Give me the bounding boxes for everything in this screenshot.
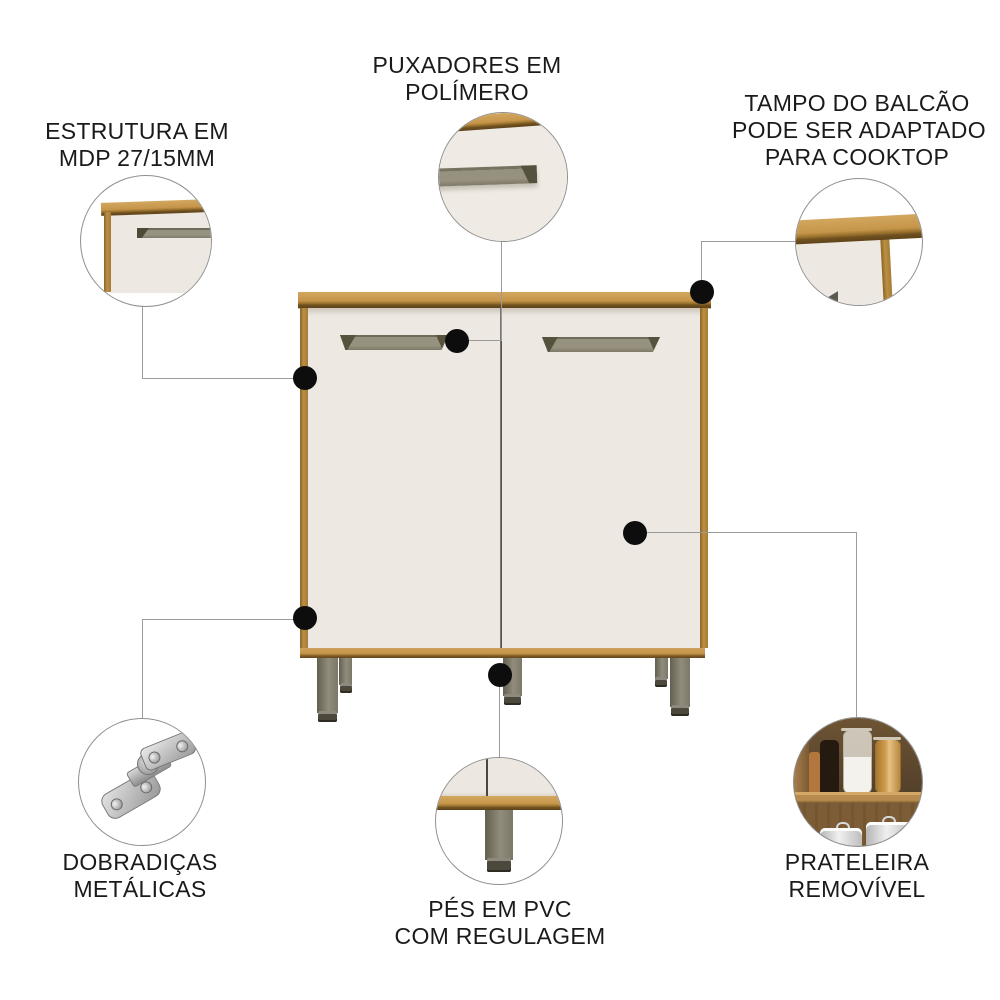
dark-bottle: [820, 740, 839, 792]
label-prateleira-line1: PRATELEIRA: [784, 849, 930, 875]
amber-jar: [875, 739, 901, 794]
label-dobradicas-line2: METÁLICAS: [73, 876, 207, 902]
pot: [820, 828, 862, 846]
connector-tampo-v: [701, 241, 702, 286]
label-estrutura-line2: MDP 27/15MM: [58, 145, 216, 171]
estrutura-detail-circle: [80, 175, 212, 307]
cabinet-left-edge: [300, 308, 308, 648]
cabinet-right-edge: [700, 308, 708, 648]
cabinet-top-panel: [298, 292, 711, 308]
jar-lid: [873, 737, 901, 740]
label-puxadores-line1: PUXADORES EM: [372, 52, 562, 78]
connector-prateleira-v: [856, 532, 857, 717]
connector-puxadores-v: [501, 239, 502, 341]
marker-dot-estrutura: [293, 366, 317, 390]
cabinet-foot: [655, 677, 667, 687]
cabinet-leg: [317, 658, 338, 713]
marker-dot-pes: [488, 663, 512, 687]
cabinet-foot: [671, 705, 689, 716]
label-tampo-line1: TAMPO DO BALCÃO: [744, 90, 970, 116]
label-puxadores: PUXADORES EM POLÍMERO: [347, 52, 587, 106]
cabinet-leg: [655, 658, 668, 679]
label-pes-line1: PÉS EM PVC: [428, 896, 572, 922]
detail-handle: [439, 165, 538, 187]
cabinet-foot: [340, 683, 352, 693]
pes-detail-scene: [436, 758, 562, 884]
label-pes-line2: COM REGULAGEM: [394, 923, 606, 949]
pes-detail-circle: [435, 757, 563, 885]
label-dobradicas: DOBRADIÇAS METÁLICAS: [20, 849, 260, 903]
label-pes: PÉS EM PVC COM REGULAGEM: [380, 896, 620, 950]
prateleira-detail-scene: [794, 718, 922, 846]
cabinet-leg: [339, 658, 352, 685]
detail-door: [111, 213, 211, 293]
cabinet-foot: [504, 694, 521, 705]
pot: [866, 822, 912, 846]
connector-dobradicas-v: [142, 619, 143, 718]
hinge-hole: [108, 796, 125, 813]
connector-dobradicas-h: [142, 619, 296, 620]
pot-knob: [882, 816, 896, 824]
jar: [809, 752, 820, 792]
connector-estrutura-h: [142, 378, 298, 379]
detail-foot: [487, 858, 511, 872]
tampo-detail-scene: [796, 179, 922, 305]
connector-pes-v: [499, 685, 500, 757]
tampo-detail-circle: [795, 178, 923, 306]
connector-puxadores-h: [466, 340, 502, 341]
hinge-hole: [174, 738, 191, 755]
prateleira-detail-circle: [793, 717, 923, 847]
label-dobradicas-line1: DOBRADIÇAS: [62, 849, 218, 875]
hinge-scene: [79, 719, 205, 845]
label-estrutura-line1: ESTRUTURA EM: [45, 118, 229, 144]
marker-dot-puxadores: [445, 329, 469, 353]
label-tampo-line3: PARA COOKTOP: [764, 144, 950, 170]
estrutura-detail-scene: [81, 176, 211, 306]
removable-shelf: [794, 792, 922, 803]
jar-lid: [841, 728, 872, 731]
detail-door: [436, 758, 562, 798]
pot-knob: [836, 822, 850, 830]
dobradicas-detail-circle: [78, 718, 206, 846]
marker-dot-dobradicas: [293, 606, 317, 630]
label-tampo-line2: PODE SER ADAPTADO: [732, 117, 986, 143]
detail-bottom-panel: [436, 796, 562, 810]
door-gap: [500, 308, 502, 648]
detail-door-gap: [486, 758, 488, 798]
puxadores-detail-scene: [439, 113, 567, 241]
cabinet-bottom-panel: [300, 648, 705, 658]
hinge-hole: [146, 749, 163, 766]
cabinet-body: [300, 308, 708, 648]
right-door-handle: [542, 337, 660, 352]
label-prateleira-line2: REMOVÍVEL: [788, 876, 926, 902]
connector-prateleira-h: [644, 532, 857, 533]
detail-leg: [485, 810, 513, 860]
label-tampo: TAMPO DO BALCÃO PODE SER ADAPTADO PARA C…: [732, 90, 986, 171]
label-puxadores-line2: POLÍMERO: [405, 79, 529, 105]
marker-dot-tampo: [690, 280, 714, 304]
detail-door: [796, 235, 890, 305]
connector-estrutura-v: [142, 304, 143, 379]
label-estrutura: ESTRUTURA EM MDP 27/15MM: [17, 118, 257, 172]
cabinet-leg: [670, 658, 690, 707]
puxadores-detail-circle: [438, 112, 568, 242]
detail-top-panel: [796, 213, 922, 245]
white-jar: [843, 730, 872, 794]
cabinet-foot: [318, 711, 337, 722]
detail-handle: [137, 228, 211, 238]
detail-side-edge: [104, 212, 111, 292]
left-door-handle: [340, 335, 448, 350]
connector-tampo-h: [702, 241, 795, 242]
label-prateleira: PRATELEIRA REMOVÍVEL: [737, 849, 977, 903]
marker-dot-prateleira: [623, 521, 647, 545]
